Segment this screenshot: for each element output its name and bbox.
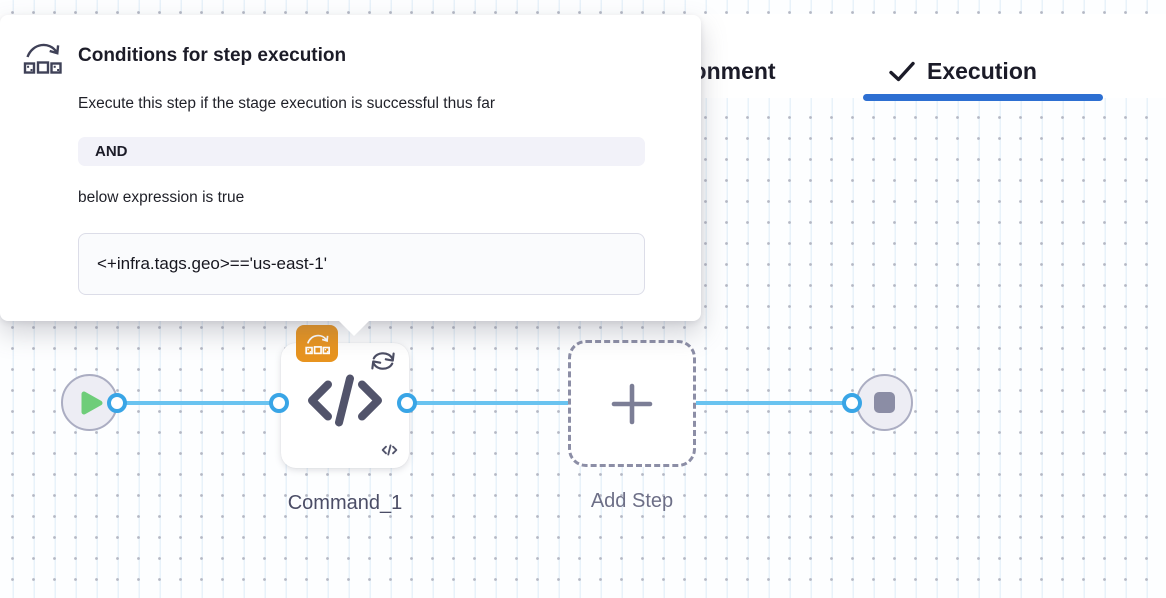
conditions-popover: Conditions for step execution Execute th… xyxy=(0,15,701,321)
expression-input[interactable]: <+infra.tags.geo>=='us-east-1' xyxy=(78,233,645,295)
active-tab-underline xyxy=(863,94,1103,101)
plus-icon xyxy=(611,383,653,425)
step-label-command-1: Command_1 xyxy=(287,492,403,514)
operator-chip: AND xyxy=(78,137,645,166)
conditional-execution-icon xyxy=(22,41,63,80)
conditional-execution-badge-icon[interactable] xyxy=(296,325,338,362)
expression-label: below expression is true xyxy=(78,189,245,206)
popover-caret xyxy=(338,320,370,336)
play-icon xyxy=(80,390,104,416)
edge-addstep-to-end xyxy=(695,401,853,405)
edge-start-to-command xyxy=(115,401,281,405)
stop-icon xyxy=(874,392,895,413)
connector-port[interactable] xyxy=(269,393,289,413)
pipeline-end-node[interactable] xyxy=(856,374,913,431)
connector-port[interactable] xyxy=(107,393,127,413)
tab-execution-label: Execution xyxy=(927,58,1037,84)
step-node-command-1[interactable] xyxy=(281,325,409,468)
popover-subtitle: Execute this step if the stage execution… xyxy=(78,95,495,112)
checkmark-icon xyxy=(889,61,915,82)
tab-execution[interactable]: Execution xyxy=(889,58,1037,85)
edge-command-to-addstep xyxy=(409,401,570,405)
loop-icon xyxy=(370,350,396,377)
code-mini-icon xyxy=(381,443,398,461)
connector-port[interactable] xyxy=(842,393,862,413)
code-icon xyxy=(304,372,386,435)
add-step-label: Add Step xyxy=(590,490,674,512)
connector-port[interactable] xyxy=(397,393,417,413)
popover-title: Conditions for step execution xyxy=(78,45,347,66)
add-step-button[interactable] xyxy=(568,340,696,467)
